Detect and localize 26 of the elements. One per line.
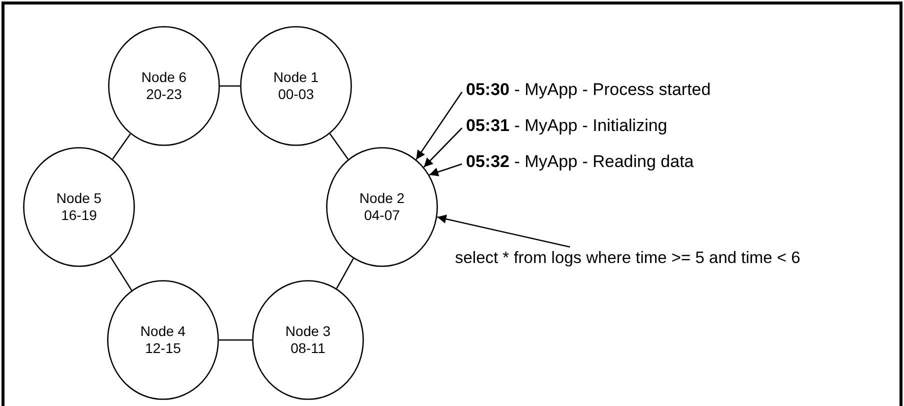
log-entry: 05:30 - MyApp - Process started xyxy=(466,80,711,100)
node-label: 08-11 xyxy=(290,340,326,357)
node-label: Node 6 xyxy=(141,69,187,86)
arrow xyxy=(437,214,570,248)
connector-line xyxy=(112,134,131,160)
connector-line xyxy=(336,258,354,289)
node-label: 20-23 xyxy=(146,86,182,103)
node-label: 00-03 xyxy=(278,86,314,103)
connector-line xyxy=(219,339,252,341)
query-text: select * from logs where time >= 5 and time < 6 xyxy=(455,249,800,268)
node-label: Node 3 xyxy=(285,323,331,340)
arrow xyxy=(416,92,463,160)
arrow xyxy=(423,128,462,168)
node-label: Node 4 xyxy=(140,323,186,340)
connector-line xyxy=(220,85,240,87)
node-label: Node 2 xyxy=(359,190,405,207)
node-label: Node 5 xyxy=(56,190,102,207)
connector-line xyxy=(329,133,349,160)
node-label: 12-15 xyxy=(145,340,181,357)
log-entry: 05:32 - MyApp - Reading data xyxy=(466,152,694,172)
node-label: Node 1 xyxy=(273,69,319,86)
node-label: 16-19 xyxy=(61,207,97,224)
log-entry: 05:31 - MyApp - Initializing xyxy=(466,116,668,136)
arrow xyxy=(429,163,462,176)
node-label: 04-07 xyxy=(364,207,400,224)
connector-line xyxy=(110,256,132,291)
